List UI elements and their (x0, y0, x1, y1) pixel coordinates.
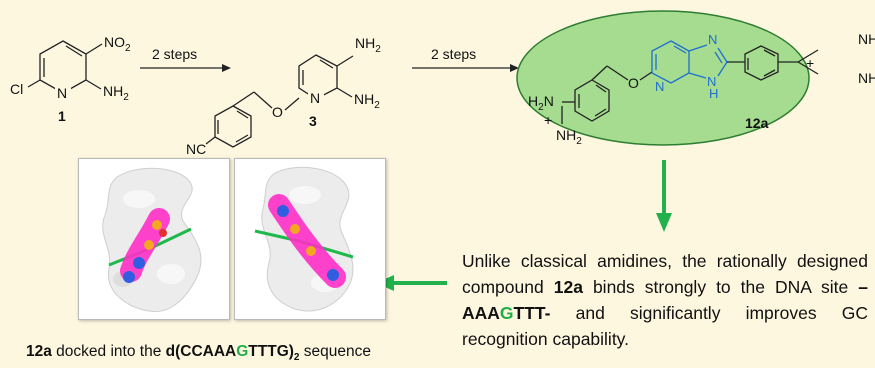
atom-n-imidazole: N (708, 32, 717, 47)
dna-sequence: d(CCAAAGTTTG)2 (165, 343, 300, 364)
compound-3-label: 3 (309, 113, 317, 129)
ligand-left (108, 208, 192, 283)
atom-h-imidazole: H (709, 86, 718, 101)
amidine-plus-right: + (806, 55, 814, 71)
green-left-arrow (376, 275, 447, 291)
atom-cl: Cl (10, 81, 23, 97)
atom-nh-right-top: NH (858, 31, 875, 47)
compound-12a-ref: 12a (553, 277, 583, 297)
arrow-1-label: 2 steps (152, 46, 197, 62)
atom-no2: NO2 (104, 34, 131, 54)
atom-nh-right-bottom: NH (858, 70, 875, 86)
description-text: Unlike classical amidines, the rationall… (462, 251, 868, 349)
docking-caption: 12a docked into the d(CCAAAGTTTG)2 seque… (26, 343, 372, 364)
green-down-arrow (656, 160, 672, 232)
ligand-right (254, 194, 354, 288)
compound-3-structure: NC O N NH2 NH2 3 (186, 35, 381, 157)
atom-n-compound-3: N (310, 90, 320, 106)
amidine-plus-left: + (544, 112, 552, 128)
atom-h2n: H2N (528, 93, 554, 113)
atom-o-compound-12a: O (628, 75, 639, 91)
atom-nh2-top-compound-3: NH2 (355, 35, 381, 55)
atom-nh2-bottom-compound-3: NH2 (354, 91, 380, 111)
atom-nh2-left-amidine: NH2 (556, 127, 582, 147)
reaction-arrow-2: 2 steps (412, 46, 519, 72)
docking-image-left (78, 158, 230, 320)
atom-o-compound-3: O (272, 104, 283, 120)
dna-site: –AAAGTTT- (462, 277, 868, 323)
compound-1-structure: N NO2 Cl NH2 1 (10, 34, 131, 124)
compound-12a-label: 12a (745, 115, 769, 131)
atom-n-pyridine: N (655, 79, 664, 94)
atom-nh2-compound-1: NH2 (103, 83, 129, 103)
atom-n-compound-1: N (57, 85, 67, 101)
compound-1-label: 1 (58, 108, 66, 124)
highlight-ellipse (516, 10, 810, 146)
atom-nc: NC (186, 141, 206, 157)
compound-12a-structure: H2N + NH2 O N N H N + NH NH 12a (528, 31, 875, 147)
atom-nh-imidazole: N (707, 74, 716, 89)
docking-image-right (234, 158, 386, 320)
reaction-arrow-1: 2 steps (140, 46, 231, 72)
arrow-2-label: 2 steps (431, 46, 476, 62)
